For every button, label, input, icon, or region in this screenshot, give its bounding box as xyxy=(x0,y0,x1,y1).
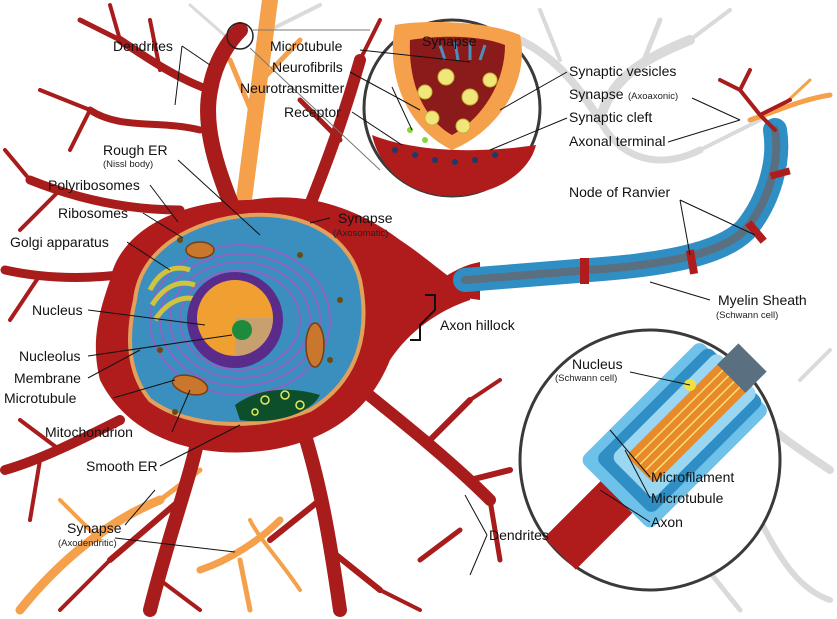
label-synapse-axosomatic-sub: (Axosomatic) xyxy=(333,228,388,239)
label-node-of-ranvier: Node of Ranvier xyxy=(569,184,671,200)
myelinated-axon xyxy=(453,118,789,292)
ribosomes xyxy=(157,237,343,415)
labels: Dendrites Microtubule Neurofibrils Neuro… xyxy=(4,33,807,549)
label-synaptic-cleft: Synaptic cleft xyxy=(569,109,652,125)
label-membrane: Membrane xyxy=(14,370,81,386)
nodes-of-ranvier xyxy=(580,167,791,284)
label-nucleolus: Nucleolus xyxy=(19,348,80,364)
label-smooth-er: Smooth ER xyxy=(86,458,158,474)
label-receptor: Receptor xyxy=(284,104,341,120)
label-synapse-axodendritic: Synapse xyxy=(67,520,122,536)
axonal-terminal xyxy=(718,68,792,132)
label-synapse-axoaxonic: Synapse xyxy=(569,86,624,102)
label-nucleus: Nucleus xyxy=(32,302,83,318)
nucleus xyxy=(187,272,283,368)
smooth-er xyxy=(235,389,320,422)
label-neurotransmitter: Neurotransmitter xyxy=(240,80,345,96)
axon-crosssection-inset xyxy=(518,328,782,592)
label-rough-er-sub: (Nissl body) xyxy=(103,159,153,170)
label-myelin-sheath-sub: (Schwann cell) xyxy=(716,310,778,321)
label-golgi: Golgi apparatus xyxy=(10,234,109,250)
label-synapse-axodendritic-sub: (Axodendritic) xyxy=(58,538,117,549)
label-synapse-axoaxonic-sub: (Axoaxonic) xyxy=(628,91,678,102)
label-nucleus-schwann-sub: (Schwann cell) xyxy=(555,373,617,384)
label-microtubule-cell: Microtubule xyxy=(4,390,77,406)
label-nucleus-schwann: Nucleus xyxy=(572,356,623,372)
label-axon: Axon xyxy=(651,514,683,530)
label-mitochondrion: Mitochondrion xyxy=(45,424,133,440)
label-synapse-axosomatic: Synapse xyxy=(338,210,393,226)
label-axon-hillock: Axon hillock xyxy=(440,317,516,333)
label-microtubule-axon: Microtubule xyxy=(651,490,724,506)
label-neurofibrils: Neurofibrils xyxy=(272,59,343,75)
label-polyribosomes: Polyribosomes xyxy=(48,177,140,193)
synapse-inset xyxy=(362,18,542,198)
label-dendrites-top: Dendrites xyxy=(113,38,173,54)
label-microtubule-synapse: Microtubule xyxy=(270,38,343,54)
label-myelin-sheath: Myelin Sheath xyxy=(718,292,807,308)
label-synaptic-vesicles: Synaptic vesicles xyxy=(569,63,676,79)
label-synapse-inset: Synapse xyxy=(422,33,477,49)
inset-connector xyxy=(249,29,381,171)
axon-hillock-bracket xyxy=(410,294,436,341)
label-rough-er: Rough ER xyxy=(103,142,168,158)
synapse-zoom-marker xyxy=(226,22,254,50)
leader-lines xyxy=(87,45,756,576)
label-microfilament: Microfilament xyxy=(651,469,734,485)
rough-er xyxy=(149,244,331,396)
label-ribosomes: Ribosomes xyxy=(58,205,128,221)
label-dendrites-bottom: Dendrites xyxy=(489,527,549,543)
label-axonal-terminal: Axonal terminal xyxy=(569,133,666,149)
mitochondria xyxy=(171,241,325,396)
